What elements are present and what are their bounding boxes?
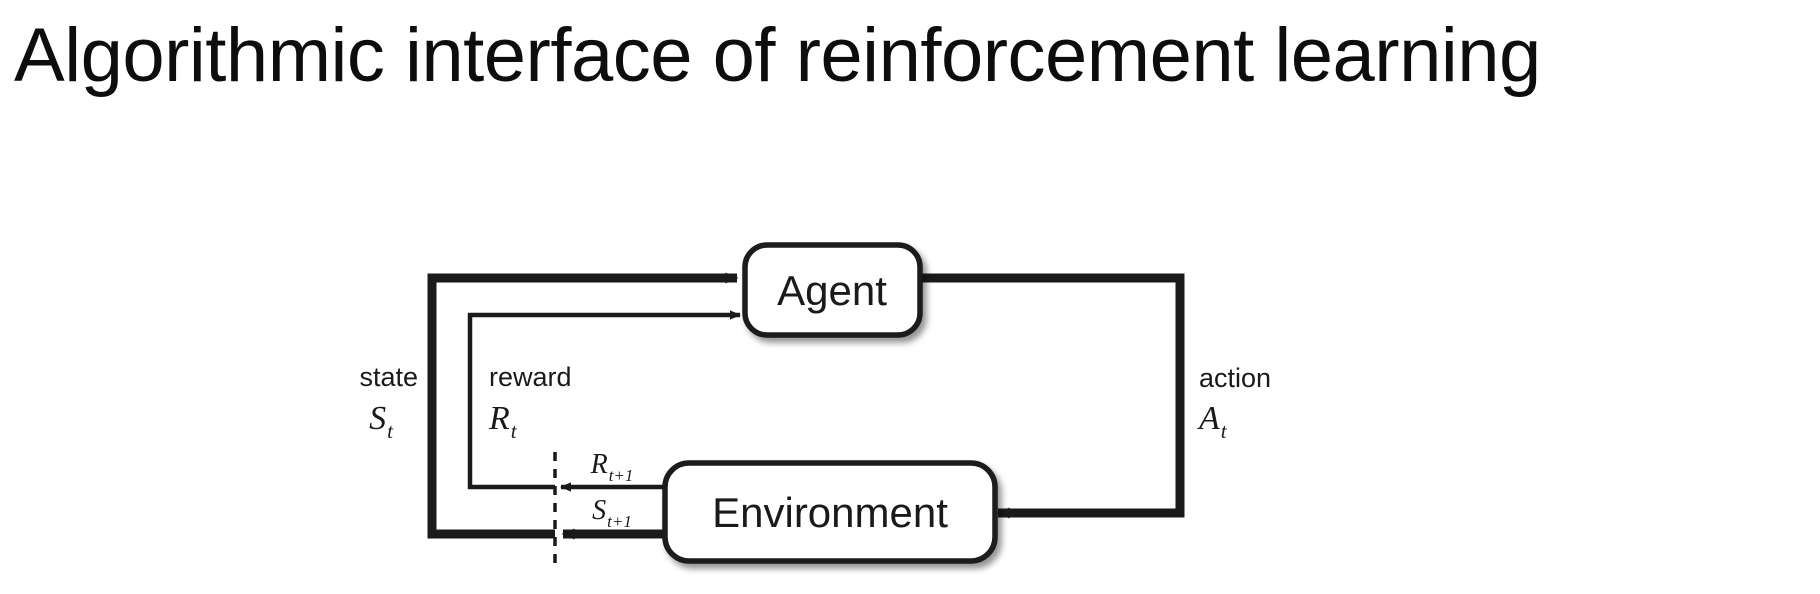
page-title: Algorithmic interface of reinforcement l…	[14, 13, 1541, 98]
edge-action-out	[918, 273, 1185, 519]
label-state: state St	[359, 362, 418, 443]
edge-reward-in	[467, 310, 741, 490]
edge-state-in	[427, 272, 739, 539]
label-reward-text: reward	[489, 362, 572, 392]
label-reward: reward Rt	[488, 362, 572, 443]
label-reward-symbol: Rt	[488, 400, 518, 443]
label-action-symbol: At	[1197, 400, 1228, 443]
label-reward-next-symbol: Rt+1	[590, 449, 634, 485]
label-reward-next: Rt+1	[590, 449, 634, 485]
node-agent-label: Agent	[777, 267, 887, 314]
label-action: action At	[1197, 363, 1271, 443]
node-environment[interactable]: Environment	[662, 460, 998, 564]
label-state-symbol: St	[369, 400, 394, 443]
label-state-next: St+1	[592, 495, 632, 531]
label-state-next-symbol: St+1	[592, 495, 632, 531]
label-action-text: action	[1199, 363, 1271, 393]
node-agent[interactable]: Agent	[742, 242, 923, 338]
label-state-text: state	[359, 362, 418, 392]
node-environment-label: Environment	[712, 489, 948, 536]
